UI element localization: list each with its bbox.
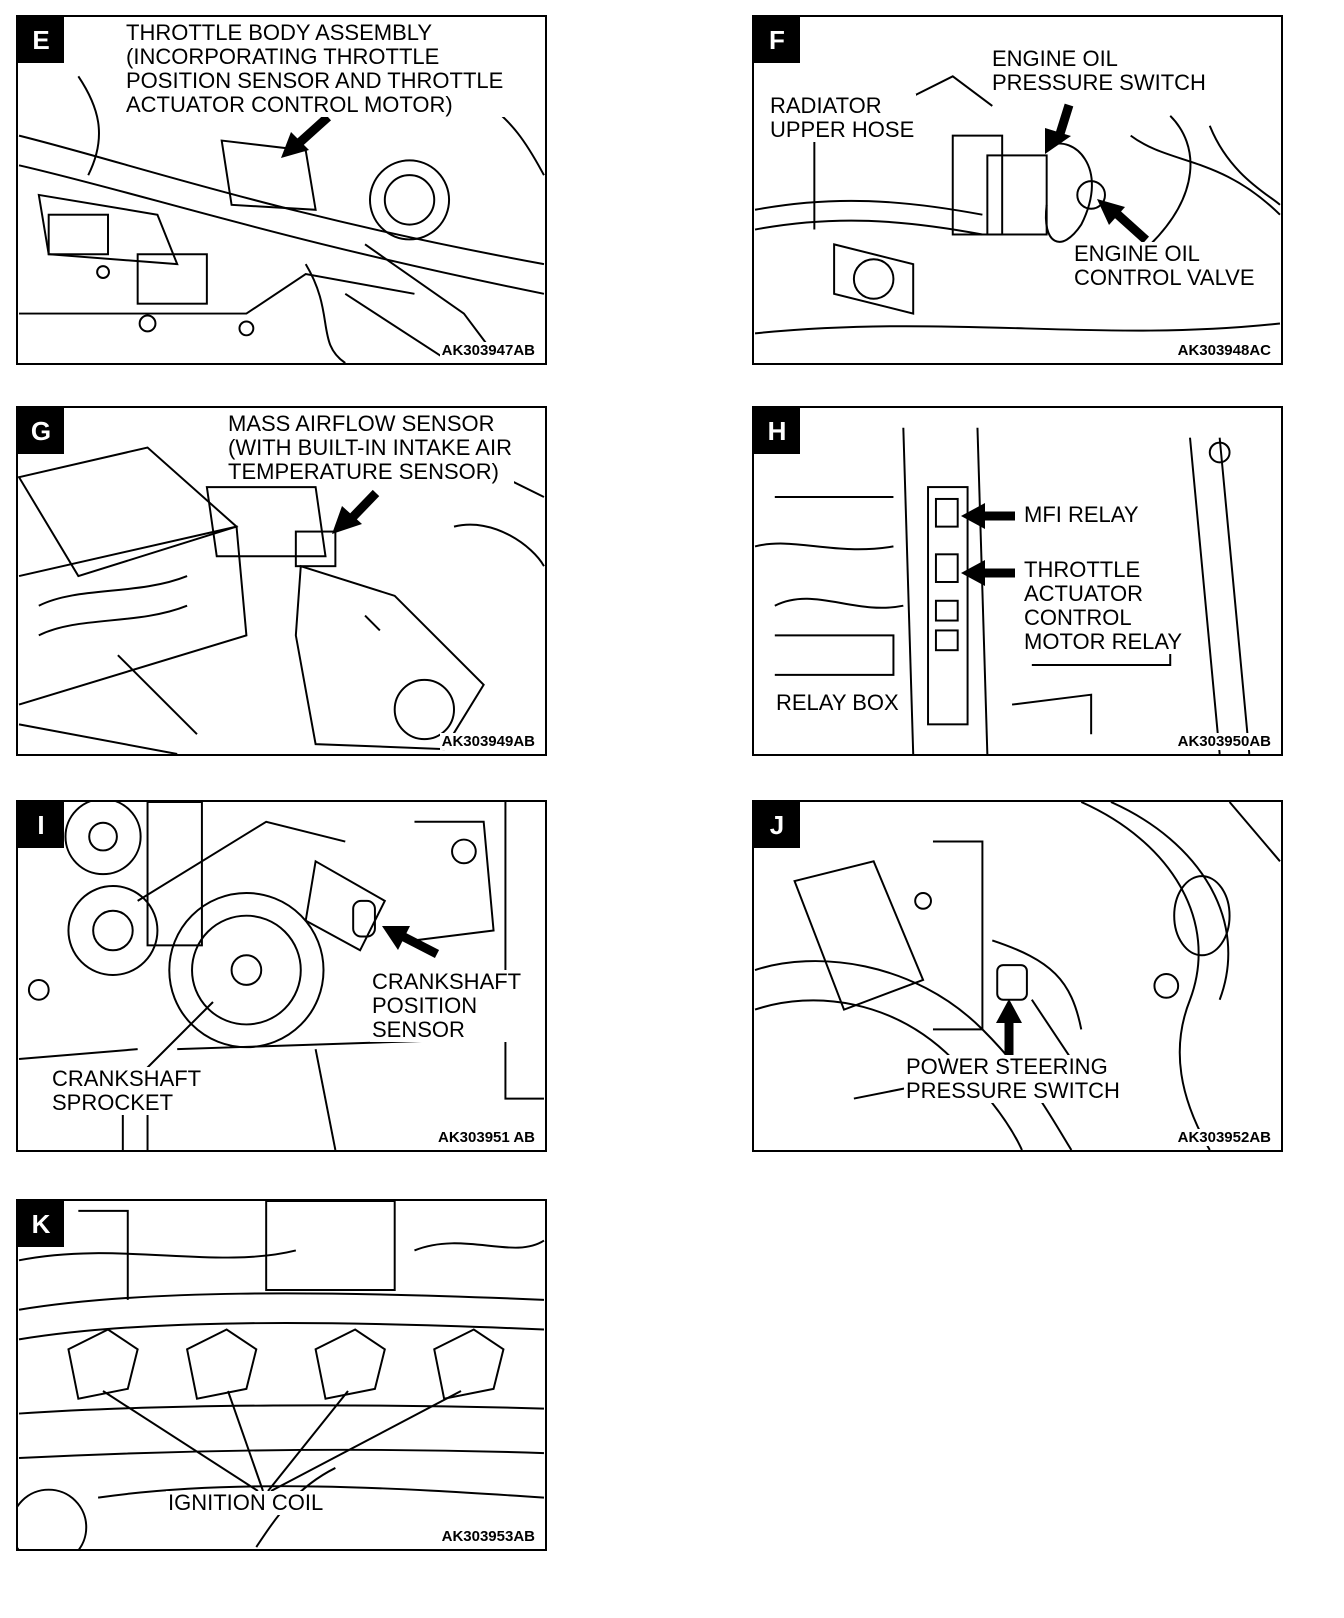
panel-letter: G (18, 408, 64, 454)
panel-letter: E (18, 17, 64, 63)
arrow-icon (961, 560, 1015, 586)
arrow-icon (332, 489, 380, 534)
figure-code: AK303947AB (439, 342, 537, 359)
arrow-icon (1097, 199, 1150, 244)
panel-letter: I (18, 802, 64, 848)
panel-f: F ENGINE OIL PRESSURE SWITCH RADIATOR UP… (752, 15, 1283, 365)
engine-drawing-f (754, 75, 1281, 335)
panel-letter: H (754, 408, 800, 454)
panel-letter: K (18, 1201, 64, 1247)
arrow-icon (382, 926, 440, 959)
mfi-relay-label: MFI RELAY (1022, 502, 1141, 527)
oil-control-valve-label: ENGINE OIL CONTROL VALVE (1072, 241, 1257, 290)
arrow-icon (1045, 103, 1074, 154)
panel-e: E THROTTLE BODY ASSEMBLY (INCORPORATING … (16, 15, 547, 365)
relay-box-label: RELAY BOX (774, 690, 901, 715)
radiator-hose-label: RADIATOR UPPER HOSE (768, 93, 917, 142)
arrow-icon (281, 113, 332, 158)
engine-drawing-j (754, 802, 1281, 1150)
throttle-body-label: THROTTLE BODY ASSEMBLY (INCORPORATING TH… (124, 20, 506, 117)
figure-code: AK303952AB (1175, 1129, 1273, 1146)
panel-letter: F (754, 17, 800, 63)
oil-pressure-switch-label: ENGINE OIL PRESSURE SWITCH (990, 46, 1208, 95)
ignition-coil-label: IGNITION COIL (166, 1490, 326, 1515)
engine-drawing-i (18, 802, 544, 1150)
figure-code: AK303953AB (439, 1528, 537, 1545)
figure-code: AK303950AB (1175, 733, 1273, 750)
arrow-icon (961, 503, 1015, 529)
figure-code: AK303948AC (1175, 342, 1273, 359)
panel-h: H MFI RELAY THROTTLE ACTUATOR CONTROL MO… (752, 406, 1283, 756)
leader-line (270, 1390, 462, 1492)
panel-i: I CRANKSHAFT POSITION SENSOR CRANKSHAFT … (16, 800, 547, 1152)
mass-airflow-sensor-label: MASS AIRFLOW SENSOR (WITH BUILT-IN INTAK… (226, 411, 514, 484)
crankshaft-sprocket-label: CRANKSHAFT SPROCKET (50, 1066, 204, 1115)
panel-j: J POWER STEERING PRESSURE SWITCH AK30395… (752, 800, 1283, 1152)
arrow-icon (996, 999, 1022, 1055)
figure-code: AK303951 AB (436, 1129, 537, 1146)
figure-code: AK303949AB (439, 733, 537, 750)
throttle-relay-label: THROTTLE ACTUATOR CONTROL MOTOR RELAY (1022, 557, 1185, 654)
panel-g: G MASS AIRFLOW SENSOR (WITH BUILT-IN INT… (16, 406, 547, 756)
power-steering-switch-label: POWER STEERING PRESSURE SWITCH (904, 1054, 1122, 1103)
crankshaft-position-sensor-label: CRANKSHAFT POSITION SENSOR (370, 969, 524, 1042)
panel-letter: J (754, 802, 800, 848)
engine-drawing-h (754, 427, 1251, 754)
leader-lines (102, 1390, 349, 1492)
panel-k: K IGNITION COIL AK303953AB (16, 1199, 547, 1551)
